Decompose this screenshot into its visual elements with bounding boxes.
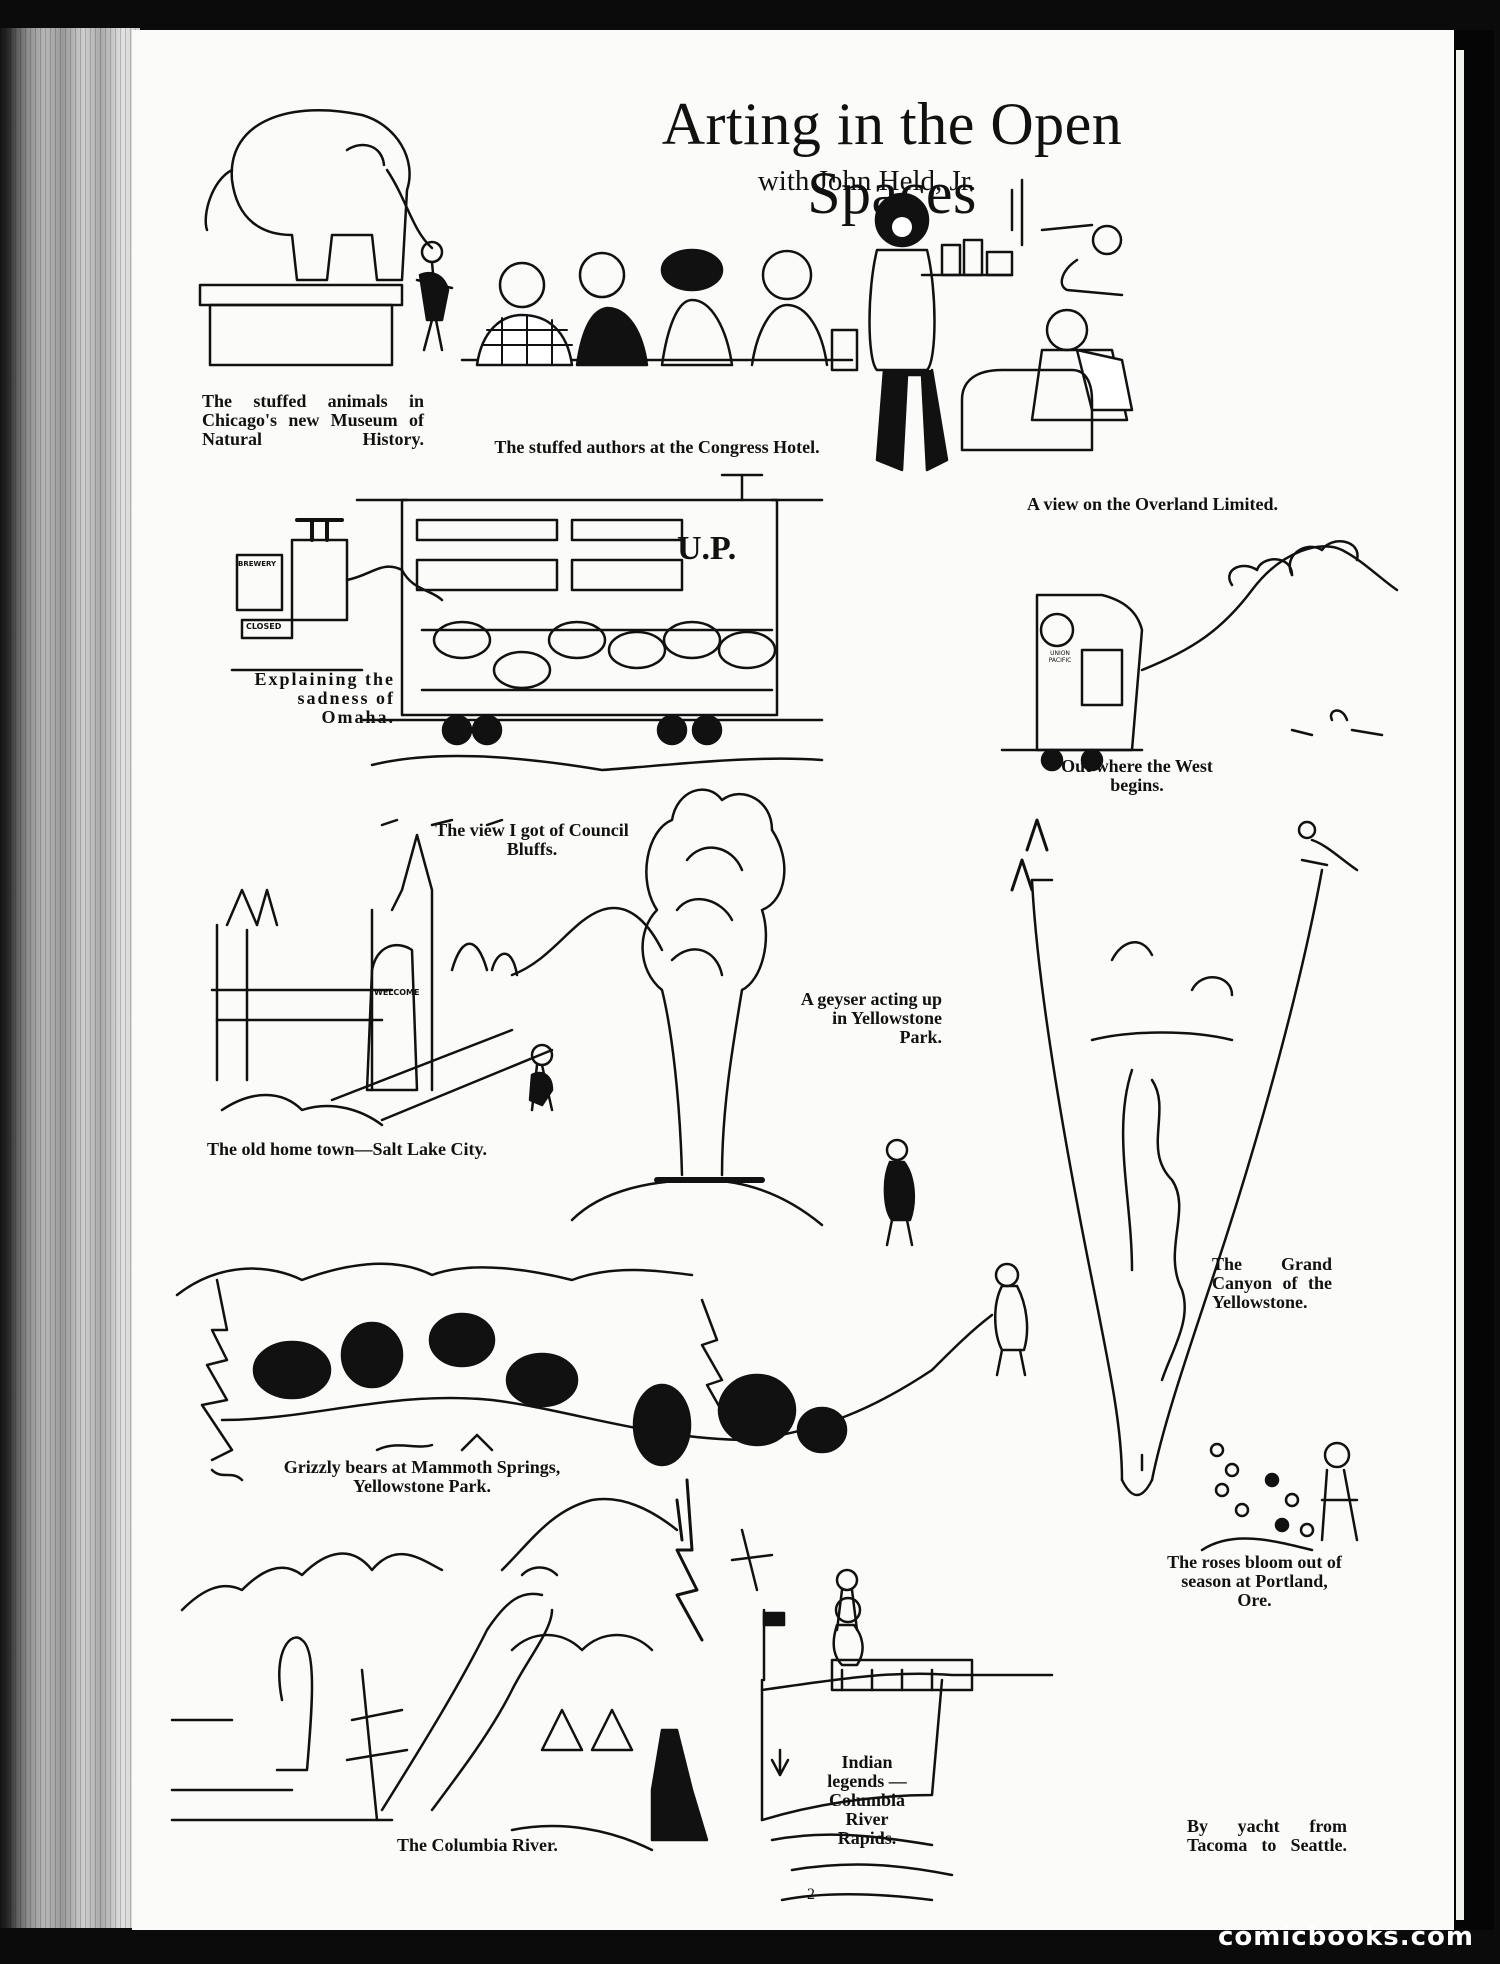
page-title: Arting in the Open Spaces xyxy=(661,91,1123,226)
caption-overland: A view on the Overland Limited. xyxy=(1027,494,1278,514)
page-subtitle: with John Held, Jr. xyxy=(757,165,977,197)
caption-salt-lake: The old home town—Salt Lake City. xyxy=(207,1139,488,1159)
salt-lake-temple-illustration xyxy=(210,833,664,1127)
passenger-with-bag-illustration xyxy=(960,308,1134,452)
caption-geyser: A geyser acting up in Yellowstone Park. xyxy=(800,989,942,1047)
caption-museum: The stuffed animals in Chicago's new Mus… xyxy=(202,391,424,449)
watermark: comicbooks.com xyxy=(1217,1922,1474,1952)
welcome-sign-label: WELCOME xyxy=(374,988,420,997)
omaha-brewery-illustration xyxy=(230,518,444,672)
next-page-edge xyxy=(1454,30,1494,1930)
hiker-figure-illustration xyxy=(994,1262,1029,1377)
grizzly-bears-illustration xyxy=(175,1262,994,1482)
elephant-illustration xyxy=(198,108,434,367)
magazine-page: Arting in the Open Spaces with John Held… xyxy=(132,30,1454,1930)
columbia-river-illustration xyxy=(170,1552,559,1822)
book-spine-edge xyxy=(0,28,140,1928)
caption-indian-legends: Indian legends —Columbia River Rapids. xyxy=(827,1752,907,1848)
page-number: 2 xyxy=(807,1886,815,1903)
caption-authors: The stuffed authors at the Congress Hote… xyxy=(494,437,820,457)
caption-grand-canyon: The Grand Canyon of the Yellowstone. xyxy=(1212,1254,1332,1312)
engine-label: UNION PACIFIC xyxy=(1048,650,1072,664)
boxcar-label: U.P. xyxy=(677,530,737,567)
locomotive-illustration xyxy=(1000,540,1399,772)
grand-canyon-illustration xyxy=(1010,818,1359,1497)
caption-grizzly: Grizzly bears at Mammoth Springs, Yellow… xyxy=(283,1457,561,1496)
visitor-figure xyxy=(415,240,454,352)
caption-roses: The roses bloom out of season at Portlan… xyxy=(1167,1552,1342,1610)
porter-illustration xyxy=(868,178,1124,472)
caption-columbia: The Columbia River. xyxy=(397,1835,558,1855)
authors-banquet-illustration xyxy=(460,248,859,372)
caption-omaha: Explaining the sadness of Omaha. xyxy=(254,669,395,727)
caption-west-begins: Out where the West begins. xyxy=(1061,756,1213,795)
stock-car-illustration xyxy=(355,473,824,827)
tourist-figure-illustration xyxy=(883,1138,916,1247)
indian-legends-illustration xyxy=(500,1378,859,1852)
geyser-illustration xyxy=(570,788,824,1227)
roses-illustration xyxy=(1200,1441,1359,1552)
closed-sign-label: CLOSED xyxy=(246,622,282,631)
brewery-sign-label: BREWERY xyxy=(238,560,277,568)
illustrations-layer xyxy=(170,108,1399,1902)
yacht-illustration xyxy=(760,1596,1054,1902)
caption-council-bluffs: The view I got of Council Bluffs. xyxy=(435,820,629,859)
caption-yacht: By yacht from Tacoma to Seattle. xyxy=(1187,1816,1347,1855)
